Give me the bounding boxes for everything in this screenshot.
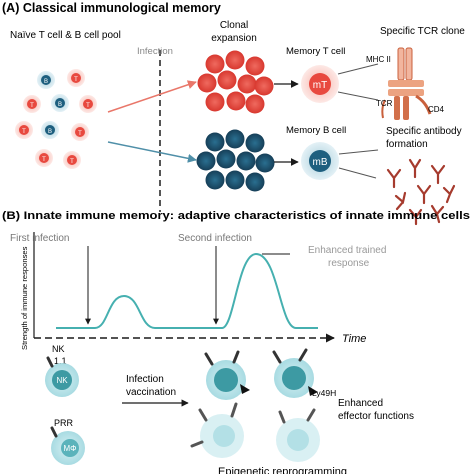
trained-macrophage bbox=[190, 402, 244, 458]
nk-cell: NK bbox=[45, 356, 79, 397]
second-infection-label: Second infection bbox=[178, 233, 252, 244]
panel-b-title: (B) Innate immune memory: adaptive chara… bbox=[2, 210, 470, 222]
ly49h-label: Ly49H bbox=[312, 388, 336, 398]
svg-text:B: B bbox=[44, 79, 48, 85]
expanded-t-cell-cluster bbox=[197, 50, 274, 114]
panel-a-title: (A) Classical immunological memory bbox=[2, 1, 221, 15]
epigenetic-label: Epigenetic reprogramming bbox=[218, 466, 347, 474]
y-axis-label: Strength of immune responses bbox=[20, 246, 29, 350]
first-infection-label: First infection bbox=[10, 233, 69, 244]
infection-label: Infection bbox=[137, 46, 173, 57]
svg-text:T: T bbox=[22, 129, 26, 135]
infection-vaccination-label-1: Infection bbox=[126, 374, 164, 385]
antibody-label-1: Specific antibody bbox=[386, 126, 462, 137]
trained-macrophage bbox=[276, 408, 320, 462]
tcr-connector-line bbox=[337, 91, 379, 101]
immune-response-curve bbox=[56, 252, 318, 329]
svg-text:T: T bbox=[70, 159, 74, 165]
specific-tcr-label: Specific TCR clone bbox=[380, 26, 465, 37]
tcr-label: TCR bbox=[376, 99, 393, 108]
t-expansion-arrow bbox=[107, 80, 197, 113]
b-expansion-arrow bbox=[107, 141, 197, 163]
svg-text:B: B bbox=[58, 102, 62, 108]
memory-b-label: Memory B cell bbox=[286, 125, 346, 136]
antibody-label-2: formation bbox=[386, 139, 428, 150]
naive-cell-pool: B T T B T T B T T T bbox=[15, 69, 97, 169]
svg-text:NK: NK bbox=[56, 376, 68, 385]
naive-b-cell: B bbox=[51, 94, 69, 112]
naive-t-cell: T bbox=[67, 69, 85, 87]
svg-text:mB: mB bbox=[313, 157, 328, 168]
naive-t-cell: T bbox=[71, 123, 89, 141]
naive-pool-label: Naïve T cell & B cell pool bbox=[10, 30, 121, 41]
svg-text:B: B bbox=[48, 129, 52, 135]
clonal-expansion-label-1: Clonal bbox=[220, 20, 248, 31]
naive-b-cell: B bbox=[37, 71, 55, 89]
enhanced-label-2: response bbox=[328, 258, 370, 269]
naive-t-cell: T bbox=[63, 151, 81, 169]
naive-b-cell: B bbox=[41, 121, 59, 139]
nk-receptor-label-1: NK bbox=[52, 344, 65, 354]
svg-text:MΦ: MΦ bbox=[63, 444, 76, 453]
enhanced-effector-label-2: effector functions bbox=[338, 411, 414, 422]
time-label: Time bbox=[342, 333, 366, 345]
nk-receptor-label-2: 1.1 bbox=[54, 356, 67, 366]
svg-text:T: T bbox=[30, 103, 34, 109]
naive-t-cell: T bbox=[79, 95, 97, 113]
enhanced-effector-label-1: Enhanced bbox=[338, 398, 383, 409]
memory-b-cell: mB bbox=[301, 142, 339, 180]
svg-text:T: T bbox=[42, 157, 46, 163]
svg-text:T: T bbox=[74, 77, 78, 83]
tcr-mhc-complex bbox=[381, 47, 432, 120]
antibody-connector-line bbox=[338, 149, 379, 155]
svg-text:T: T bbox=[78, 131, 82, 137]
trained-nk-cell bbox=[204, 350, 250, 400]
memory-t-label: Memory T cell bbox=[286, 46, 345, 57]
svg-text:T: T bbox=[86, 103, 90, 109]
macrophage-cell: MΦ bbox=[50, 426, 85, 465]
enhanced-label-1: Enhanced trained bbox=[308, 245, 386, 256]
naive-t-cell: T bbox=[35, 149, 53, 167]
naive-t-cell: T bbox=[23, 95, 41, 113]
mhc-label: MHC II bbox=[366, 55, 391, 64]
expanded-b-cell-cluster bbox=[196, 129, 275, 192]
antibody-connector-line bbox=[338, 167, 377, 179]
trained-nk-cell bbox=[272, 348, 318, 398]
svg-text:mT: mT bbox=[313, 80, 327, 91]
clonal-expansion-label-2: expansion bbox=[211, 33, 257, 44]
antibody-group bbox=[386, 158, 456, 226]
cd4-label: CD4 bbox=[428, 105, 445, 114]
memory-t-cell: mT bbox=[301, 65, 339, 103]
prr-label: PRR bbox=[54, 418, 74, 428]
tcr-connector-line bbox=[337, 63, 379, 75]
infection-vaccination-label-2: vaccination bbox=[126, 387, 176, 398]
naive-t-cell: T bbox=[15, 121, 33, 139]
